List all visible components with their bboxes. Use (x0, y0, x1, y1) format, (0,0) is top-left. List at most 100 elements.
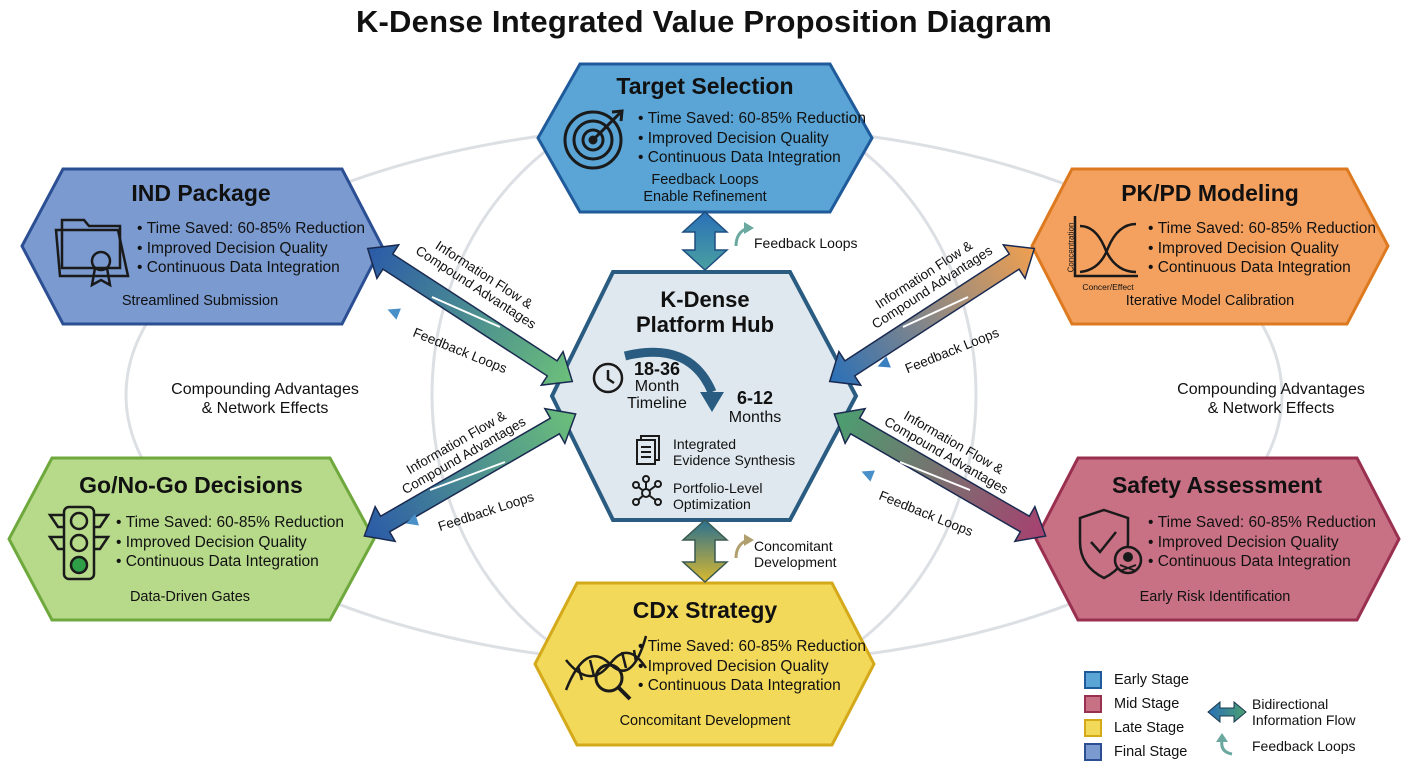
legend-mid-label: Mid Stage (1114, 696, 1180, 712)
hub-feature2-line2: Optimization (673, 496, 751, 512)
bottom-feedback-line2: Development (754, 554, 837, 570)
ind-bullet-2: Improved Decision Quality (137, 239, 365, 259)
legend-bidirectional-arrow-icon (1207, 700, 1247, 724)
gonogo-node-title: Go/No-Go Decisions (79, 472, 303, 498)
gonogo-bullet-2: Improved Decision Quality (116, 533, 344, 553)
right-compounding-note: Compounding Advantages & Network Effects (1156, 380, 1386, 418)
safety-hub-arrow (833, 407, 1047, 543)
gonogo-feedback-arrow (405, 475, 548, 526)
diagram-title: K-Dense Integrated Value Proposition Dia… (355, 4, 1053, 39)
network-icon (632, 475, 662, 506)
pkpd-node-footer: Iterative Model Calibration (1125, 293, 1295, 309)
hub-title: K-Dense Platform Hub (610, 287, 800, 337)
legend-feedback-curl-icon (1216, 733, 1233, 756)
pkpd-icon-ylabel: Concentration (1066, 222, 1076, 273)
pkpd-hub-arrow (828, 243, 1036, 387)
target-node-bullets: Time Saved: 60-85% Reduction Improved De… (638, 109, 866, 168)
hub-feature1-line1: Integrated (673, 436, 737, 452)
hub-timeline-from-unit1: Month (634, 378, 680, 395)
target-bullet-1: Time Saved: 60-85% Reduction (638, 109, 866, 129)
hub-target-arrow (681, 210, 729, 272)
right-note-line1: Compounding Advantages (1177, 381, 1365, 398)
legend-late-swatch (1084, 719, 1102, 737)
pkpd-bullet-3: Continuous Data Integration (1148, 258, 1376, 278)
hub-timeline-to-value: 6-12 (736, 388, 774, 408)
safety-node-title: Safety Assessment (1111, 472, 1323, 498)
cdx-node-title: CDx Strategy (632, 597, 778, 623)
safety-node-footer: Early Risk Identification (1139, 589, 1291, 605)
bottom-feedback-curl-head (744, 534, 754, 546)
hub-feature-evidence: Integrated Evidence Synthesis (673, 436, 795, 468)
safety-node-bullets: Time Saved: 60-85% Reduction Improved De… (1148, 513, 1376, 572)
shield-skull-icon (1078, 508, 1143, 580)
clock-icon (592, 362, 624, 394)
target-footer-line2: Enable Refinement (643, 189, 767, 205)
target-bullet-3: Continuous Data Integration (638, 148, 866, 168)
safety-bullet-3: Continuous Data Integration (1148, 552, 1376, 572)
hub-timeline-from: 18-36 Month Timeline (622, 359, 692, 412)
hub-timeline-from-unit2: Timeline (627, 395, 687, 412)
ind-feedback-arrow (387, 308, 526, 367)
cdx-node-footer: Concomitant Development (619, 713, 791, 729)
legend-mid: Mid Stage (1084, 695, 1179, 713)
hub-timeline-to: 6-12 Months (722, 389, 788, 427)
legend-final-swatch (1084, 743, 1102, 761)
concentration-curve-icon (1073, 216, 1138, 278)
pkpd-feedback-arrow (877, 309, 1014, 368)
legend-late-label: Late Stage (1114, 720, 1185, 736)
legend-early-swatch (1084, 671, 1102, 689)
hub-title-line1: K-Dense (660, 287, 750, 312)
safety-feedback-arrow (861, 470, 998, 529)
cdx-bullet-2: Improved Decision Quality (638, 657, 866, 677)
cdx-node-bullets: Time Saved: 60-85% Reduction Improved De… (638, 637, 866, 696)
right-note-line2: & Network Effects (1207, 400, 1335, 417)
left-compounding-note: Compounding Advantages & Network Effects (150, 380, 380, 418)
target-icon (563, 109, 624, 170)
target-node-footer: Feedback Loops Enable Refinement (600, 172, 810, 206)
cdx-bullet-1: Time Saved: 60-85% Reduction (638, 637, 866, 657)
safety-bullet-2: Improved Decision Quality (1148, 533, 1376, 553)
left-note-line2: & Network Effects (201, 400, 329, 417)
gonogo-bullet-3: Continuous Data Integration (116, 552, 344, 572)
legend-bidir-line2: Information Flow (1252, 712, 1356, 728)
legend-early-label: Early Stage (1114, 672, 1189, 688)
ind-node-title: IND Package (131, 180, 271, 206)
pkpd-node-title: PK/PD Modeling (1121, 180, 1299, 206)
safety-bullet-1: Time Saved: 60-85% Reduction (1148, 513, 1376, 533)
hub-title-line2: Platform Hub (635, 312, 775, 337)
target-bullet-2: Improved Decision Quality (638, 129, 866, 149)
legend-late: Late Stage (1084, 719, 1184, 737)
pkpd-bullet-2: Improved Decision Quality (1148, 239, 1376, 259)
top-feedback-label: Feedback Loops (754, 235, 858, 251)
gonogo-node-bullets: Time Saved: 60-85% Reduction Improved De… (116, 513, 344, 572)
hub-feature1-line2: Evidence Synthesis (673, 452, 796, 468)
ind-node-footer: Streamlined Submission (121, 293, 279, 309)
ind-hub-arrow (366, 243, 574, 387)
pkpd-icon-xlabel: Concer/Effect (1082, 282, 1134, 292)
hub-timeline-to-unit: Months (728, 409, 782, 426)
legend-final-label: Final Stage (1114, 744, 1188, 760)
cdx-bullet-3: Continuous Data Integration (638, 676, 866, 696)
legend-mid-swatch (1084, 695, 1102, 713)
legend-final: Final Stage (1084, 743, 1187, 761)
legend-feedback-label: Feedback Loops (1252, 738, 1356, 754)
legend-bidir-line1: Bidirectional (1252, 696, 1329, 712)
ind-node-bullets: Time Saved: 60-85% Reduction Improved De… (137, 219, 365, 278)
legend-bidirectional-label: Bidirectional Information Flow (1252, 696, 1355, 728)
timeline-curve-arrow (623, 347, 724, 412)
dna-magnifier-icon (564, 635, 648, 701)
pkpd-bullet-1: Time Saved: 60-85% Reduction (1148, 219, 1376, 239)
ind-bullet-1: Time Saved: 60-85% Reduction (137, 219, 365, 239)
hub-feature-portfolio: Portfolio-Level Optimization (673, 480, 763, 512)
bottom-feedback-line1: Concomitant (754, 538, 833, 554)
bottom-feedback-label: Concomitant Development (754, 538, 837, 570)
hub-timeline-from-value: 18-36 (633, 359, 681, 379)
gonogo-node-footer: Data-Driven Gates (129, 589, 251, 605)
documents-icon (636, 435, 660, 465)
top-feedback-curl-head (744, 222, 754, 234)
ind-bullet-3: Continuous Data Integration (137, 258, 365, 278)
hub-feature2-line1: Portfolio-Level (673, 480, 763, 496)
traffic-light-icon (47, 505, 111, 581)
arrow-inner-lines (429, 296, 971, 491)
